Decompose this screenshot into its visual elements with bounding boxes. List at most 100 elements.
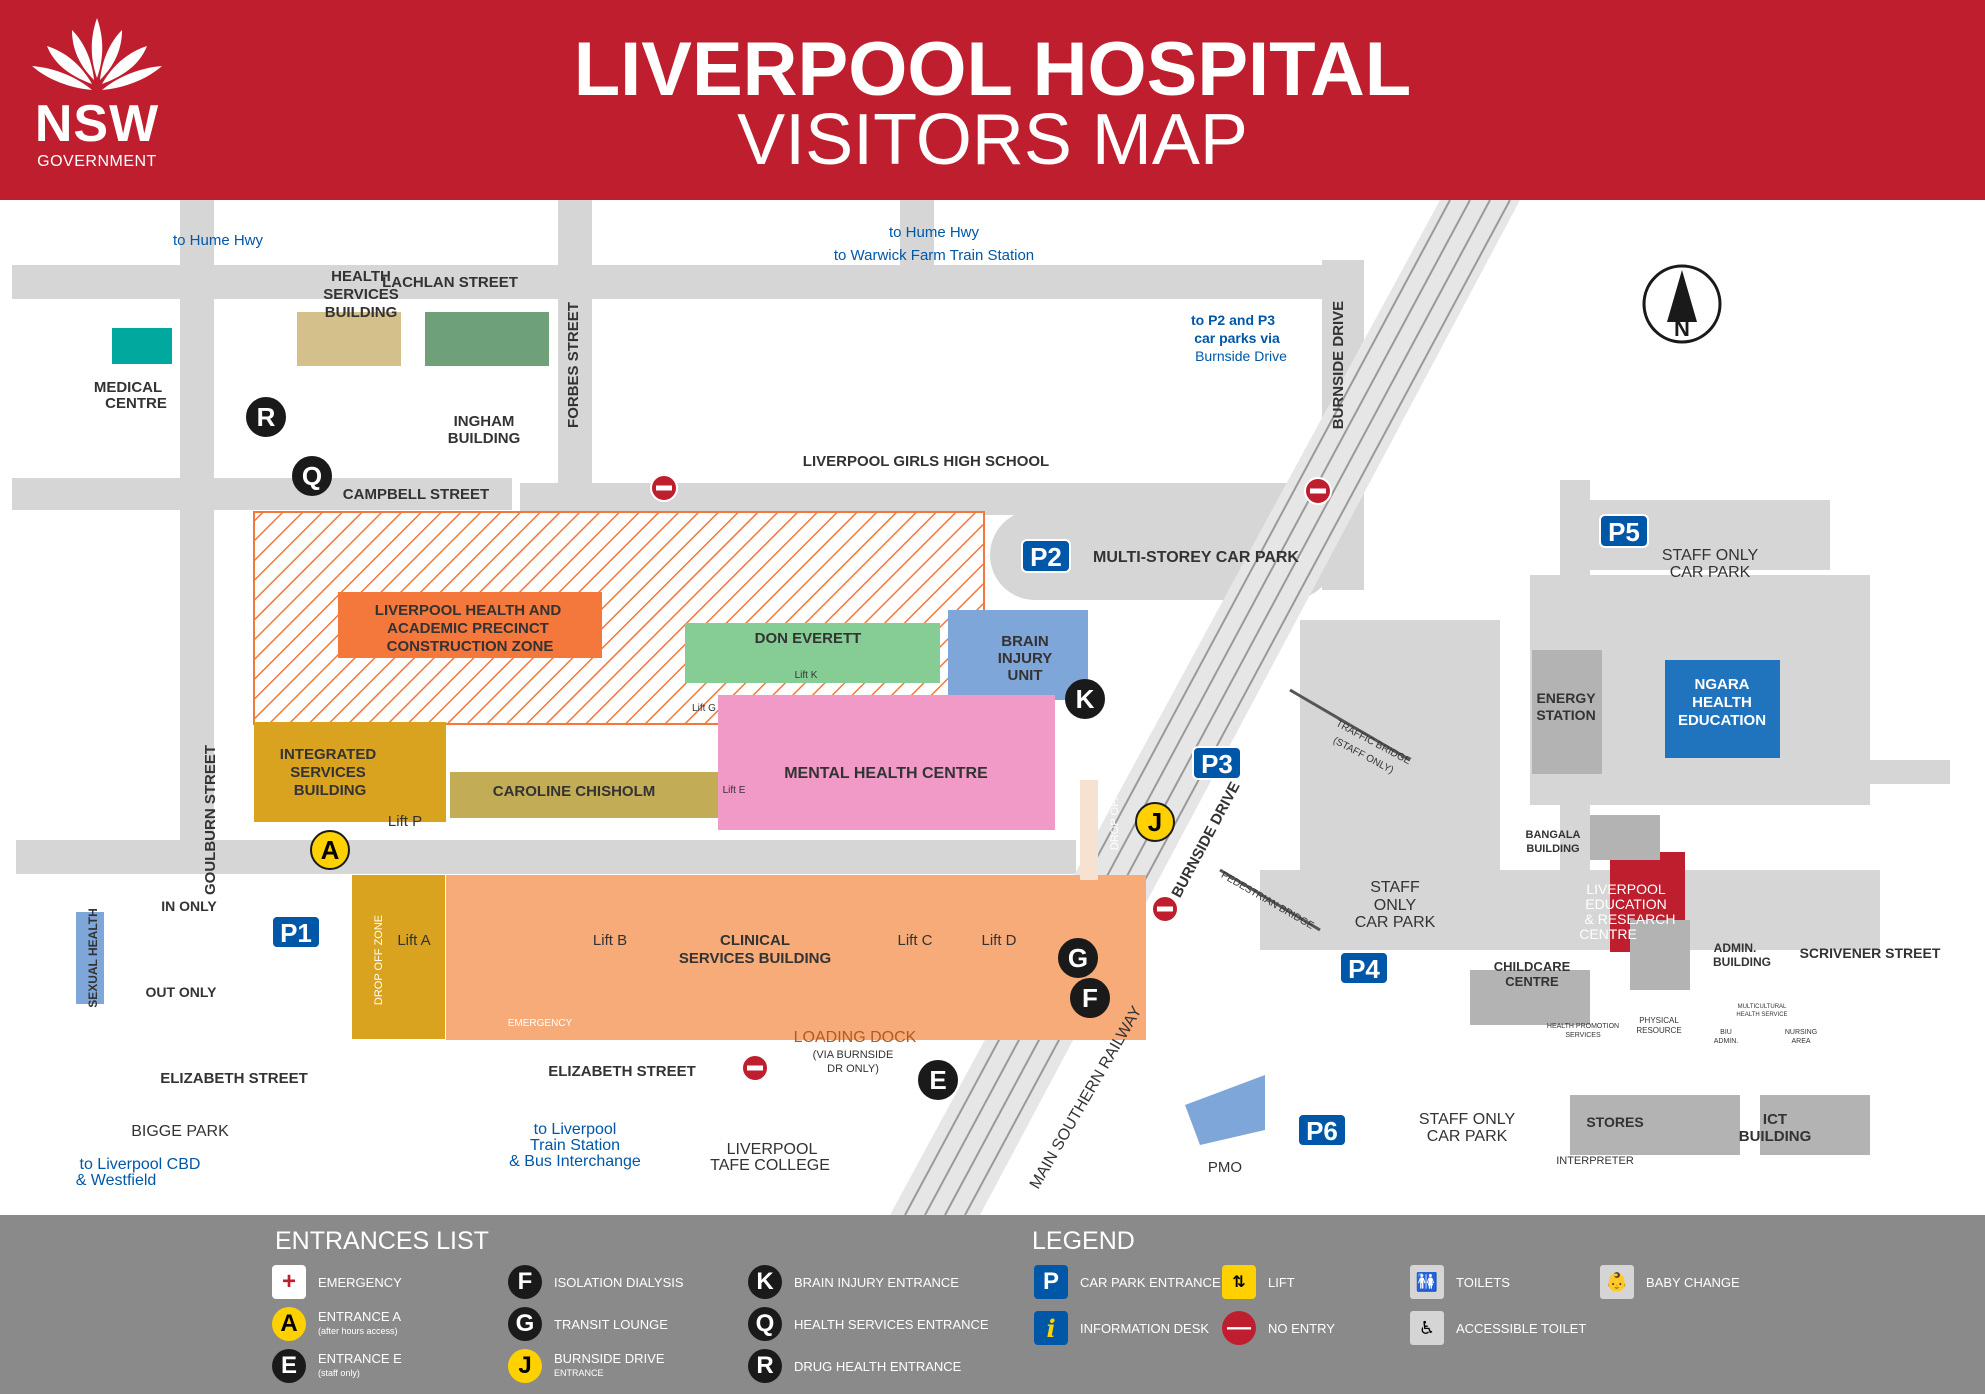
admin-1-label: ADMIN. [1714,941,1757,955]
entrance-e-marker[interactable]: E [918,1060,958,1100]
stores-building[interactable] [1570,1095,1740,1155]
svg-text:F: F [1082,983,1098,1013]
entrance-j-marker[interactable]: J [1135,802,1175,842]
entrance-letter-icon: K [748,1265,782,1299]
health-services-1-label: HEALTH [331,268,391,285]
in-only-label: IN ONLY [161,898,217,914]
clinical-2-label: SERVICES BUILDING [679,950,831,967]
tafe-1-label: LIVERPOOL [727,1141,818,1158]
staff-p5-2-label: CAR PARK [1670,564,1751,581]
legend-label: NO ENTRY [1268,1320,1335,1336]
cbd-line2-label: & Westfield [76,1172,157,1189]
car-park-p2-badge[interactable]: P2 [1021,539,1071,573]
entrance-list-item: +EMERGENCY [272,1265,402,1299]
entrance-q-marker[interactable]: Q [292,456,332,496]
ingham-building[interactable] [425,312,549,366]
entrance-list-label: DRUG HEALTH ENTRANCE [794,1358,962,1374]
nsw-government-logo: NSW GOVERNMENT [22,8,172,170]
clinical-1-label: CLINICAL [720,932,790,949]
biu-1-label: BIU [1720,1029,1732,1036]
entrance-k-marker[interactable]: K [1065,679,1105,719]
entrance-list-label: HEALTH SERVICES ENTRANCE [794,1316,989,1332]
childcare-centre[interactable] [1470,970,1590,1025]
health-services-building[interactable] [297,312,401,366]
staff-p6-1-label: STAFF ONLY [1419,1111,1516,1128]
no-entry-icon [741,1054,769,1082]
clinical-services-building[interactable] [446,875,1146,1040]
staff-p4-1-label: STAFF [1370,879,1420,896]
entrance-list-item: K BRAIN INJURY ENTRANCE [748,1265,959,1299]
car-park-p4-badge[interactable]: P4 [1339,951,1389,985]
car-park-p3-badge[interactable]: P3 [1192,746,1242,780]
entrance-f-marker[interactable]: F [1070,978,1110,1018]
pedestrian-bridge [1219,868,1321,932]
car-park-p5-badge[interactable]: P5 [1599,514,1649,548]
scrivener-label: SCRIVENER STREET [1800,945,1941,961]
caroline-chisholm-building[interactable] [450,772,718,818]
bangala-2-label: BUILDING [1526,843,1579,855]
legend-title: LEGEND [1032,1227,1135,1255]
entrance-letter-icon: Q [748,1307,782,1341]
bigge-park-label: BIGGE PARK [131,1123,229,1140]
entrance-letter-icon: A [272,1307,306,1341]
svg-text:A: A [321,835,340,865]
legend-item: — NO ENTRY [1222,1311,1335,1345]
svg-text:Q: Q [302,461,322,491]
physical-2-label: RESOURCE [1636,1026,1681,1035]
ict-1-label: ICT [1763,1111,1787,1128]
brain-injury-unit[interactable] [948,610,1088,700]
svg-text:P6: P6 [1306,1116,1338,1146]
sexual-health-building[interactable] [76,912,104,1004]
ingham-1-label: INGHAM [454,413,515,430]
elizabeth-left-label: ELIZABETH STREET [160,1070,308,1087]
ngara-health-education[interactable] [1665,660,1780,758]
entrance-g-marker[interactable]: G [1058,938,1098,978]
campbell-label: CAMPBELL STREET [343,486,489,503]
multi-storey-label: MULTI-STOREY CAR PARK [1093,549,1299,566]
integrated-services-building[interactable] [254,722,446,822]
legend-label: LIFT [1268,1274,1295,1290]
medical-centre[interactable] [112,328,172,364]
traffic-bridge [1289,688,1411,762]
no-entry-icon: — [1222,1311,1256,1345]
construction-2-label: ACADEMIC PRECINCT [387,620,549,637]
north-road [900,200,934,270]
warwick-farm-label: to Warwick Farm Train Station [834,247,1034,264]
svg-text:G: G [1068,943,1088,973]
don-everett-building[interactable] [685,623,940,683]
legend-item: 🚻TOILETS [1410,1265,1510,1299]
mental-health-centre[interactable] [718,695,1055,830]
ict-building[interactable] [1760,1095,1870,1155]
drop-off-zone-j [1080,780,1098,880]
k-label: Lift K [795,670,818,681]
car-park-p1-badge[interactable]: P1 [271,915,321,949]
lerc-4-label: CENTRE [1579,926,1637,942]
c-label: Lift C [897,932,932,949]
elizabeth-street-road [16,840,1076,874]
bangala-building[interactable] [1590,815,1660,860]
car-park-p6-badge[interactable]: P6 [1297,1113,1347,1147]
entrance-a-marker[interactable]: A [310,830,350,870]
entrance-r-marker[interactable]: R [246,397,286,437]
lerc-2-label: EDUCATION [1585,896,1666,912]
p6-car-park-area [1260,870,1880,950]
entrance-list-label: BRAIN INJURY ENTRANCE [794,1274,959,1290]
lachlan-street-road [12,265,1352,299]
energy-station[interactable] [1532,650,1602,774]
hume-hwy-left-label: to Hume Hwy [173,232,264,249]
construction-zone-label-box [338,592,602,658]
pmo-building[interactable] [1185,1075,1265,1145]
legend-label: BABY CHANGE [1646,1274,1740,1290]
isb-3-label: BUILDING [294,782,367,799]
admin-building[interactable] [1630,920,1690,990]
entrances-list-title: ENTRANCES LIST [275,1227,489,1255]
nursing-2-label: AREA [1791,1038,1810,1045]
liverpool-train-line2-label: Train Station [530,1137,620,1154]
